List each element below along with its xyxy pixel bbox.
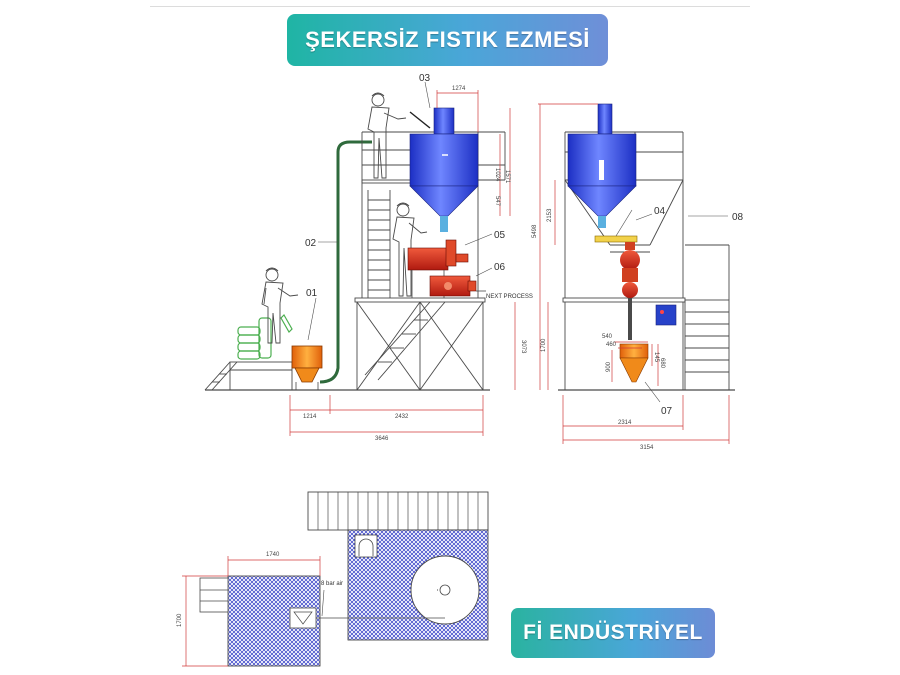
brand-name: Fİ ENDÜSTRİYEL: [523, 621, 703, 644]
raw-material-sacks: [237, 314, 293, 360]
feed-platform: [204, 361, 293, 391]
dim-900: 900: [606, 361, 612, 372]
plan-dimension-lines: [182, 556, 321, 667]
dim-3646: 3646: [375, 436, 389, 442]
dim-1274: 1274: [452, 86, 466, 92]
callout-06: 06: [494, 262, 506, 273]
callout-04: 04: [654, 206, 666, 217]
feeder-04: [594, 235, 638, 243]
plan-view: 8 bar air 1740 1700: [177, 491, 489, 667]
callout-03: 03: [419, 73, 431, 84]
feed-hopper-01: [291, 345, 323, 390]
worker-figure-2: [367, 92, 407, 179]
storage-tank-03: [409, 107, 479, 232]
dim-2432: 2432: [395, 414, 409, 420]
product-hopper-07: [619, 343, 649, 383]
grinding-machine-05: [407, 239, 469, 298]
dim-2153: 2153: [547, 208, 553, 222]
dim-1740: 1740: [266, 552, 280, 558]
dim-3154: 3154: [640, 445, 654, 451]
callout-07: 07: [661, 406, 673, 417]
dim-1700: 1700: [541, 338, 547, 352]
left-elevation: NEXT PROCESS 1274 1024 1571 547 3073 121…: [204, 73, 533, 442]
dim-3073: 3073: [520, 340, 526, 354]
dim-460: 460: [606, 342, 617, 348]
title-badge: ŞEKERSİZ FISTIK EZMESİ: [287, 14, 608, 66]
processing-machine-06: [429, 275, 477, 297]
top-divider: [150, 6, 750, 7]
callout-01: 01: [306, 288, 318, 299]
brand-badge: Fİ ENDÜSTRİYEL: [511, 608, 715, 658]
callout-02: 02: [305, 238, 317, 249]
dim-145: 145: [653, 352, 659, 363]
right-dimension-lines: [538, 103, 730, 444]
dim-1700-plan: 1700: [177, 613, 183, 627]
air-supply-label: 8 bar air: [321, 581, 343, 587]
dim-1571: 1571: [504, 170, 510, 184]
left-dimension-lines: [289, 90, 516, 436]
dim-1024: 1024: [494, 168, 500, 182]
diagram-title: ŞEKERSİZ FISTIK EZMESİ: [305, 27, 590, 52]
worker-figure-3: [392, 202, 428, 297]
dim-540: 540: [602, 334, 613, 340]
control-panel: [655, 304, 677, 326]
dim-547: 547: [494, 196, 500, 207]
conveyor-pipe-02: [319, 140, 372, 384]
next-process-label: NEXT PROCESS: [486, 294, 533, 300]
storage-tank-right: [567, 103, 637, 228]
callout-08: 08: [732, 212, 744, 223]
dim-1214: 1214: [303, 414, 317, 420]
mill-unit-right: [620, 242, 640, 340]
right-elevation: 5498 2153 1700 540 460 900 145 680 2314 …: [532, 103, 744, 451]
dim-680: 680: [659, 358, 665, 369]
callout-05: 05: [494, 230, 506, 241]
dim-2314: 2314: [618, 420, 632, 426]
dim-5498: 5498: [532, 224, 538, 238]
worker-figure-1: [261, 267, 299, 344]
